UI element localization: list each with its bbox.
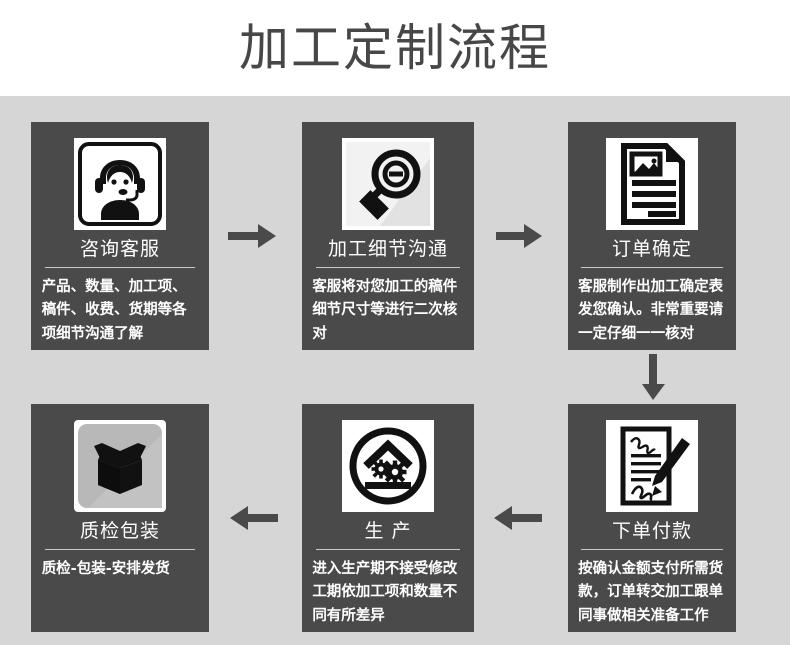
headset-support-agent-icon	[74, 138, 166, 230]
factory-gears-circle-icon	[342, 420, 434, 512]
flow-step-title-4: 下单付款	[611, 520, 692, 542]
flow-step-desc-2: 客服将对您加工的稿件细节尺寸等进行二次核对	[312, 278, 458, 342]
page-header: 加工定制流程	[0, 0, 790, 96]
flow-step-card-3[interactable]: 订单确定 客服制作出加工确定表发您确认。非常重要请一定仔细一一核对	[568, 122, 736, 350]
open-cardboard-box-icon	[74, 420, 166, 512]
card-divider	[45, 266, 195, 268]
flow-step-card-4[interactable]: 下单付款 按确认金额支付所需货款，订单转交加工跟单同事做相关准备工作	[568, 404, 736, 632]
flow-step-card-5[interactable]: 生 产 进入生产期不接受修改工期依加工项和数量不同有所差异	[302, 404, 474, 632]
flow-step-card-6[interactable]: 质检包装 质检-包装-安排发货	[31, 404, 209, 632]
flow-step-title-6: 质检包装	[79, 520, 160, 542]
flow-step-title-1: 咨询客服	[79, 238, 160, 260]
arrow-step5-to-step6	[226, 503, 278, 533]
card-divider	[315, 548, 461, 550]
arrow-step1-to-step2	[228, 221, 278, 251]
flow-step-desc-4: 按确认金额支付所需货款，订单转交加工跟单同事做相关准备工作	[578, 560, 724, 624]
flow-step-title-3: 订单确定	[611, 238, 692, 260]
arrow-step2-to-step3	[496, 221, 544, 251]
flow-step-title-2: 加工细节沟通	[327, 238, 448, 260]
flow-step-card-2[interactable]: 加工细节沟通 客服将对您加工的稿件细节尺寸等进行二次核对	[302, 122, 474, 350]
contract-signature-pen-icon	[606, 420, 698, 512]
card-divider	[581, 266, 723, 268]
magnifier-minus-icon	[342, 138, 434, 230]
arrow-step3-to-step4	[638, 354, 668, 402]
document-image-lines-icon	[606, 138, 698, 230]
card-divider	[315, 266, 461, 268]
page-title: 加工定制流程	[239, 19, 551, 77]
arrow-step4-to-step5	[490, 503, 542, 533]
flow-step-desc-3: 客服制作出加工确定表发您确认。非常重要请一定仔细一一核对	[578, 278, 724, 342]
flow-step-title-5: 生 产	[364, 520, 412, 542]
flow-step-desc-1: 产品、数量、加工项、稿件、收费、货期等各项细节沟通了解	[41, 278, 187, 342]
card-divider	[581, 548, 723, 550]
flow-step-desc-6: 质检-包装-安排发货	[41, 560, 170, 577]
card-divider	[45, 548, 195, 550]
flow-canvas: 咨询客服 产品、数量、加工项、稿件、收费、货期等各项细节沟通了解	[0, 96, 790, 645]
flow-step-desc-5: 进入生产期不接受修改工期依加工项和数量不同有所差异	[312, 560, 458, 624]
flow-step-card-1[interactable]: 咨询客服 产品、数量、加工项、稿件、收费、货期等各项细节沟通了解	[31, 122, 209, 350]
